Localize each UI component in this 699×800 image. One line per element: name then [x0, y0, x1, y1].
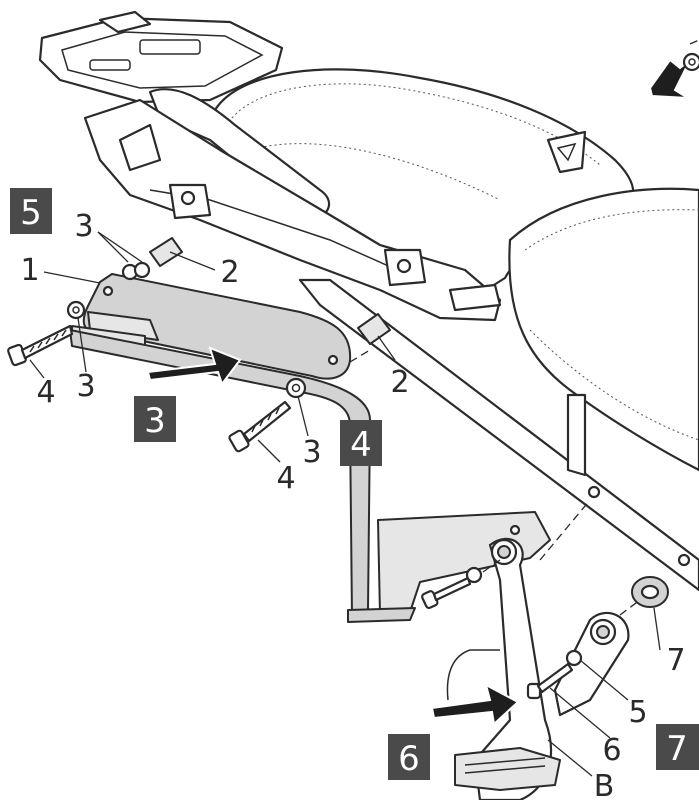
bolt-lower [421, 566, 483, 609]
part-label-7: 7 [666, 643, 685, 678]
svg-text:6: 6 [398, 739, 420, 779]
part-label-5: 5 [628, 695, 647, 730]
bolt-left [7, 324, 74, 367]
direction-arrow-footrest [430, 683, 520, 726]
part-label-3-left: 3 [76, 369, 95, 404]
svg-text:3: 3 [144, 401, 166, 441]
frame-rail [298, 278, 699, 592]
svg-text:7: 7 [666, 729, 688, 769]
step-box-7: 7 [656, 724, 699, 770]
spacer-right [357, 313, 391, 345]
part-label-1: 1 [20, 253, 39, 288]
step-box-4: 4 [340, 420, 382, 466]
side-rail [69, 329, 551, 623]
footrest-bracket [446, 537, 630, 800]
hardware [7, 237, 669, 700]
direction-arrow-main [146, 346, 242, 387]
detail-arrow-top-right [648, 39, 699, 99]
svg-text:4: 4 [350, 425, 372, 465]
rider-seat [508, 187, 699, 472]
part-label-2-top: 2 [220, 255, 239, 290]
part-label-6: 6 [602, 733, 621, 768]
step-box-6: 6 [388, 734, 430, 780]
part-label-3-top: 3 [74, 209, 93, 244]
part-label-3-middle: 3 [302, 435, 321, 470]
spacer-7 [631, 576, 669, 608]
washer-middle [285, 377, 307, 399]
leader-lines [29, 231, 661, 777]
assembly-axes [349, 349, 641, 616]
svg-text:5: 5 [20, 193, 42, 233]
spacer-top [149, 237, 183, 267]
part-label-B: B [594, 769, 615, 800]
bolt-middle [228, 400, 292, 453]
bolt-peg [526, 649, 583, 700]
step-box-3: 3 [134, 396, 176, 442]
part-label-4-middle: 4 [276, 461, 295, 496]
washer-left [66, 300, 86, 320]
part-label-2-right: 2 [390, 365, 409, 400]
step-box-5: 5 [10, 188, 52, 234]
part-label-4-left: 4 [36, 375, 55, 410]
motorcycle-rear [38, 10, 699, 592]
